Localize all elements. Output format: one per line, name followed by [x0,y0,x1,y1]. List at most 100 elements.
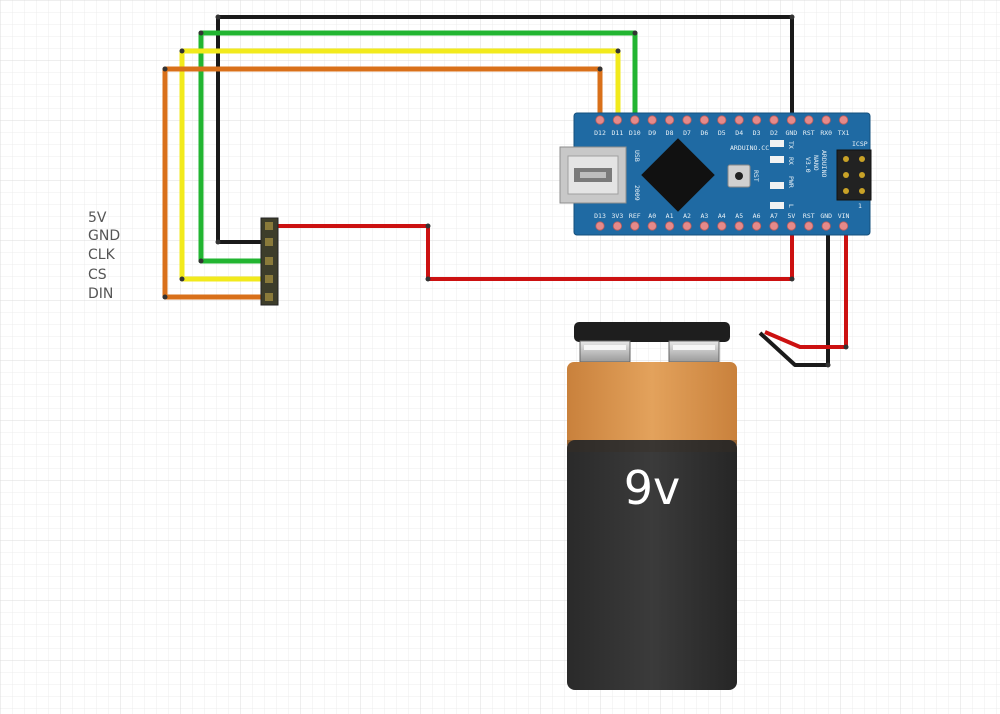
brand-label: ARDUINO.CC [730,144,769,152]
label-clk: CLK [88,247,116,263]
top-pin-d8[interactable] [664,115,675,125]
label-din: DIN [88,286,113,302]
bottom-pin-label: A4 [718,212,726,220]
top-pin-d2[interactable] [769,115,779,125]
wire-battery-black[interactable] [758,225,830,367]
top-pin-label: D8 [666,129,674,137]
rst-label: RST [752,170,760,182]
top-pin-row [595,115,849,125]
battery-label: 9v [624,461,681,515]
usb-connector[interactable] [559,146,627,204]
bottom-pin-a7[interactable] [769,221,779,231]
bottom-pin-label: REF [629,212,641,220]
bottom-pin-a2[interactable] [682,221,692,231]
name-line2: NANO [812,155,820,171]
top-pin-label: D6 [700,129,708,137]
battery-9v[interactable]: 9v [567,322,737,690]
bottom-pin-vin[interactable] [838,221,849,231]
top-pin-rx0[interactable] [821,115,831,125]
bottom-pin-ref[interactable] [630,221,640,231]
top-pin-labels: D12 D11 D10 D9 D8 D7 D6 D5 D4 D3 D2 GND RST RX0 TX1 [594,129,849,137]
bottom-pin-a0[interactable] [647,221,657,231]
bottom-pin-rst[interactable] [804,221,814,231]
icsp-header[interactable] [836,149,872,201]
top-pin-label: D4 [735,129,743,137]
top-pin-d12[interactable] [595,115,605,125]
top-pin-d11[interactable] [612,115,623,125]
top-pin-d7[interactable] [682,115,692,125]
bottom-pin-label: VIN [838,212,850,220]
top-pin-d3[interactable] [751,115,762,125]
bottom-pin-gnd[interactable] [821,221,831,231]
bottom-pin-label: A3 [700,212,708,220]
year-label: 2009 [633,185,641,201]
top-pin-label: D5 [718,129,726,137]
top-pin-label: D3 [753,129,761,137]
bottom-pin-row [595,221,849,231]
top-pin-d10[interactable] [630,115,640,125]
name-line1: ARDUINO [820,150,828,177]
microcontroller-chip [641,138,715,212]
bottom-pin-a6[interactable] [751,221,762,231]
bottom-pin-labels: D13 3V3 REF A0 A1 A2 A3 A4 A5 A6 A7 5V RST GND VIN [594,212,849,220]
top-pin-label: D11 [612,129,624,137]
bottom-pin-label: 3V3 [612,212,624,220]
bottom-pin-label: GND [820,212,832,220]
bottom-pin-label: A6 [753,212,761,220]
module-header[interactable] [260,217,279,306]
top-pin-label: RX0 [820,129,832,137]
wire-battery-red[interactable] [764,225,848,349]
top-pin-tx1[interactable] [838,115,849,125]
top-pin-gnd[interactable] [786,115,797,125]
bottom-pin-3v3[interactable] [612,221,623,231]
bottom-pin-5v[interactable] [786,221,797,231]
reset-button-knob[interactable] [735,172,743,180]
top-pin-rst[interactable] [804,115,814,125]
top-pin-d4[interactable] [734,115,744,125]
icsp-label: ICSP [852,140,868,148]
pin1-mark: 1 [858,202,862,210]
battery-terminal-left [579,340,631,363]
bottom-pin-label: 5V [787,212,795,220]
bottom-pin-d13[interactable] [595,221,605,231]
top-pin-label: D7 [683,129,691,137]
bottom-pin-label: A5 [735,212,743,220]
label-5v: 5V [88,210,107,226]
led-rx-label: RX [787,157,795,165]
pwr-label: PWR [787,176,795,188]
usb-label: USB [633,150,641,162]
bottom-pin-label: D13 [594,212,606,220]
bottom-pin-label: A1 [666,212,674,220]
bottom-pin-label: A2 [683,212,691,220]
bottom-pin-label: A0 [648,212,656,220]
bottom-pin-label: RST [803,212,815,220]
module-pin-labels: 5V GND CLK CS DIN [88,210,120,302]
bottom-pin-label: A7 [770,212,778,220]
top-pin-d6[interactable] [699,115,710,125]
label-gnd: GND [88,228,120,244]
led-l-label: L [787,204,795,208]
led-tx-label: TX [787,141,795,149]
bottom-pin-a1[interactable] [664,221,675,231]
top-pin-d9[interactable] [647,115,657,125]
wires [162,14,849,368]
top-pin-d5[interactable] [717,115,727,125]
bottom-pin-a3[interactable] [699,221,710,231]
top-pin-label: D10 [629,129,641,137]
label-cs: CS [88,267,107,283]
bottom-pin-a4[interactable] [717,221,727,231]
top-pin-label: RST [803,129,815,137]
top-pin-label: GND [786,129,798,137]
top-pin-label: D12 [594,129,606,137]
status-leds [770,140,784,209]
wire-joints [162,14,849,368]
top-pin-label: D9 [648,129,656,137]
name-line3: V3.0 [804,157,812,173]
battery-terminal-right [668,340,720,363]
bottom-pin-a5[interactable] [734,221,744,231]
battery-top-band [567,362,737,450]
top-pin-label: D2 [770,129,778,137]
top-pin-label: TX1 [838,129,850,137]
